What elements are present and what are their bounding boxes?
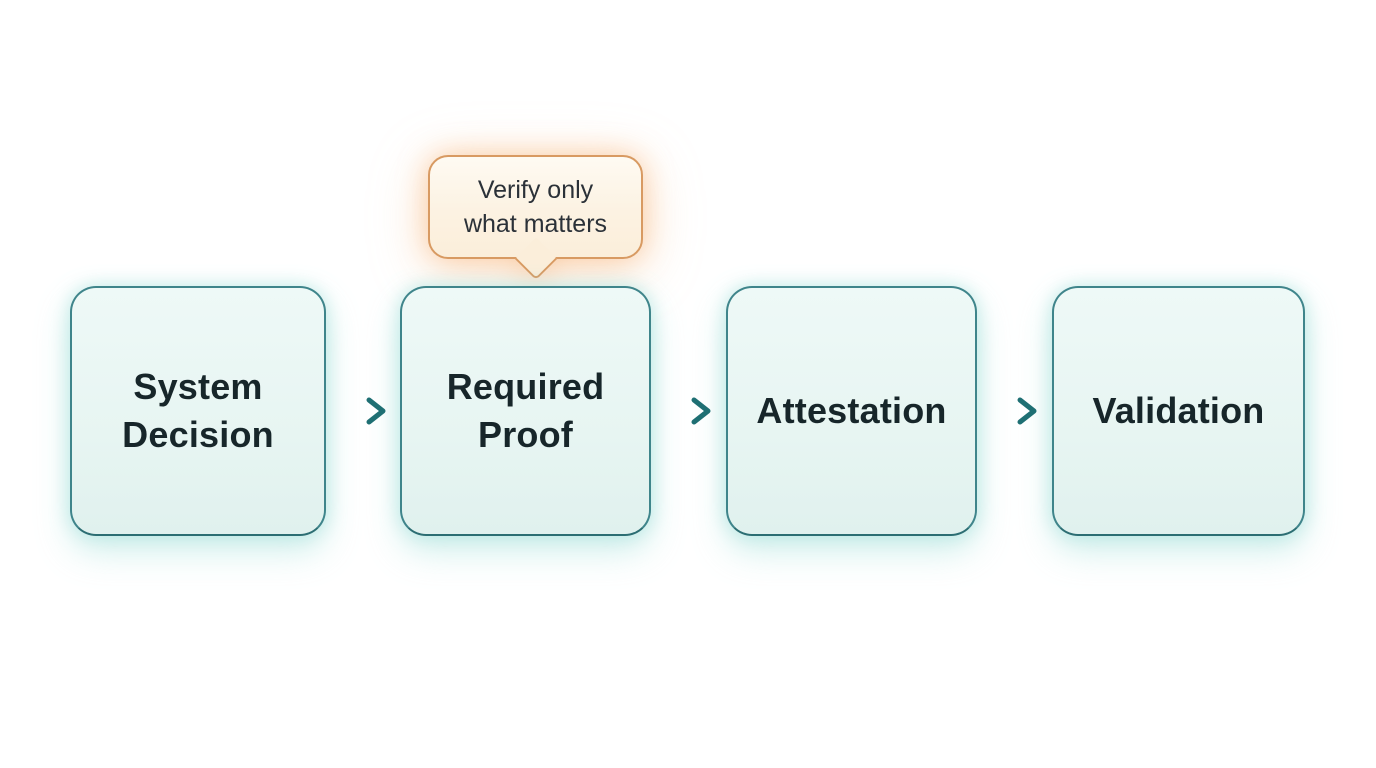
step-label: Attestation	[756, 390, 947, 432]
right-arrow-icon	[660, 397, 711, 425]
right-arrow-icon	[335, 397, 386, 425]
step-box-validation: Validation	[1052, 286, 1305, 536]
callout: Verify only what matters	[428, 155, 643, 281]
right-arrow-icon	[986, 397, 1037, 425]
step-label: System Decision	[122, 366, 274, 455]
callout-text-line2: what matters	[463, 210, 608, 238]
callout-text-line1: Verify only	[477, 176, 594, 204]
step-box-system-decision: System Decision	[70, 286, 326, 536]
step-box-attestation: Attestation	[726, 286, 977, 536]
step-box-required-proof: Required Proof	[400, 286, 651, 536]
step-label: Validation	[1092, 390, 1265, 432]
step-label: Required Proof	[446, 366, 605, 455]
